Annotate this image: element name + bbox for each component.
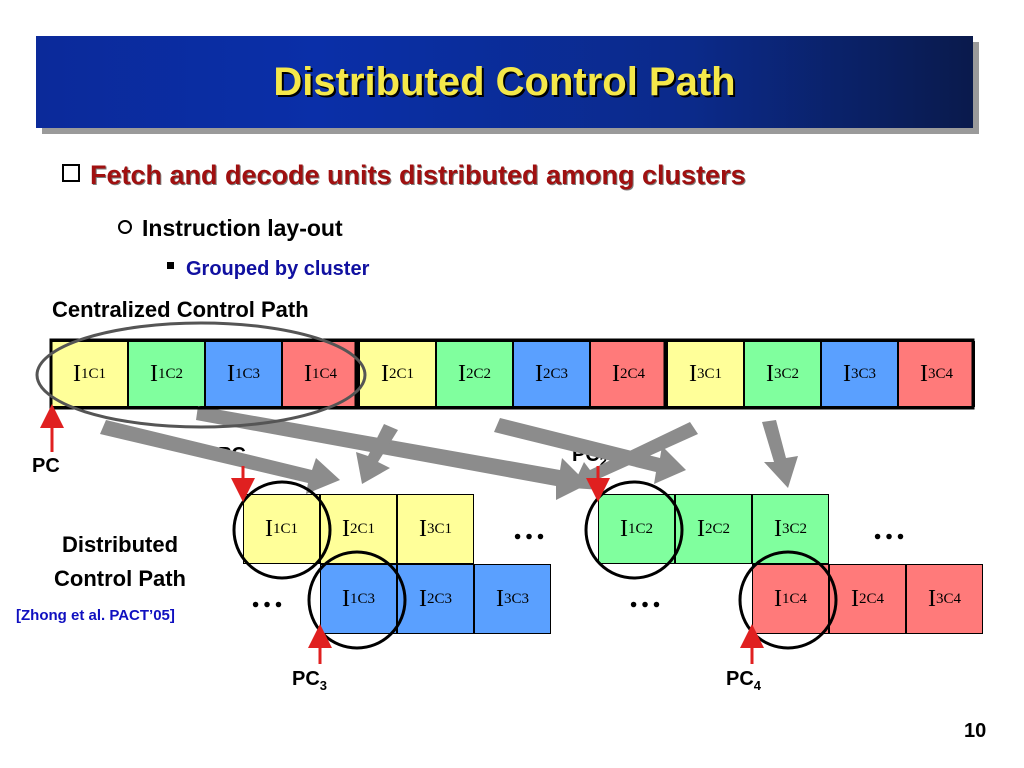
square-bullet-icon [167,262,174,269]
bullet1-text: Fetch and decode units distributed among… [90,160,746,190]
pc-label: PC [32,455,60,477]
pc3-label: PC3 [292,668,328,693]
pc4-label: PC4 [726,668,762,693]
bullet-level1: Fetch and decode units distributed among… [62,160,746,191]
circle-bullet-icon [118,220,132,234]
gray-arrow-2 [196,406,588,500]
central-border-1 [49,338,358,410]
circle-i1c3 [307,550,407,650]
ellipsis-c3: … [250,578,285,615]
central-border-3 [664,338,975,410]
ellipsis-c4: … [628,578,663,615]
ellipsis-c2: … [872,510,907,547]
distributed-label-line2: Control Path [54,566,186,591]
centralized-label: Centralized Control Path [52,297,309,322]
gray-arrow-5 [572,422,698,490]
gray-arrow-6 [762,420,798,488]
gray-arrows [100,406,798,500]
gray-arrow-1 [100,420,340,494]
circle-i1c4 [738,550,838,650]
gray-arrow-3 [356,424,398,484]
circle-i1c2 [584,480,684,580]
page-number: 10 [964,720,987,742]
bullet-level2: Instruction lay-out [118,215,343,242]
distributed-label-line1: Distributed [61,532,179,557]
bullet-level3: Grouped by cluster [167,258,369,281]
highlight-ellipse [35,321,367,429]
citation: [Zhong et al. PACT’05] [16,607,175,624]
checkbox-bullet-icon [62,164,80,182]
circle-i1c1 [232,480,332,580]
slide-title: Distributed Control Path [273,60,736,104]
title-bar [36,36,973,128]
gray-arrow-4 [494,418,686,484]
bullet3-text: Grouped by cluster [186,258,370,280]
central-border-2 [356,338,667,410]
ellipsis-c1: … [512,510,547,547]
bullet2-text: Instruction lay-out [142,215,343,241]
